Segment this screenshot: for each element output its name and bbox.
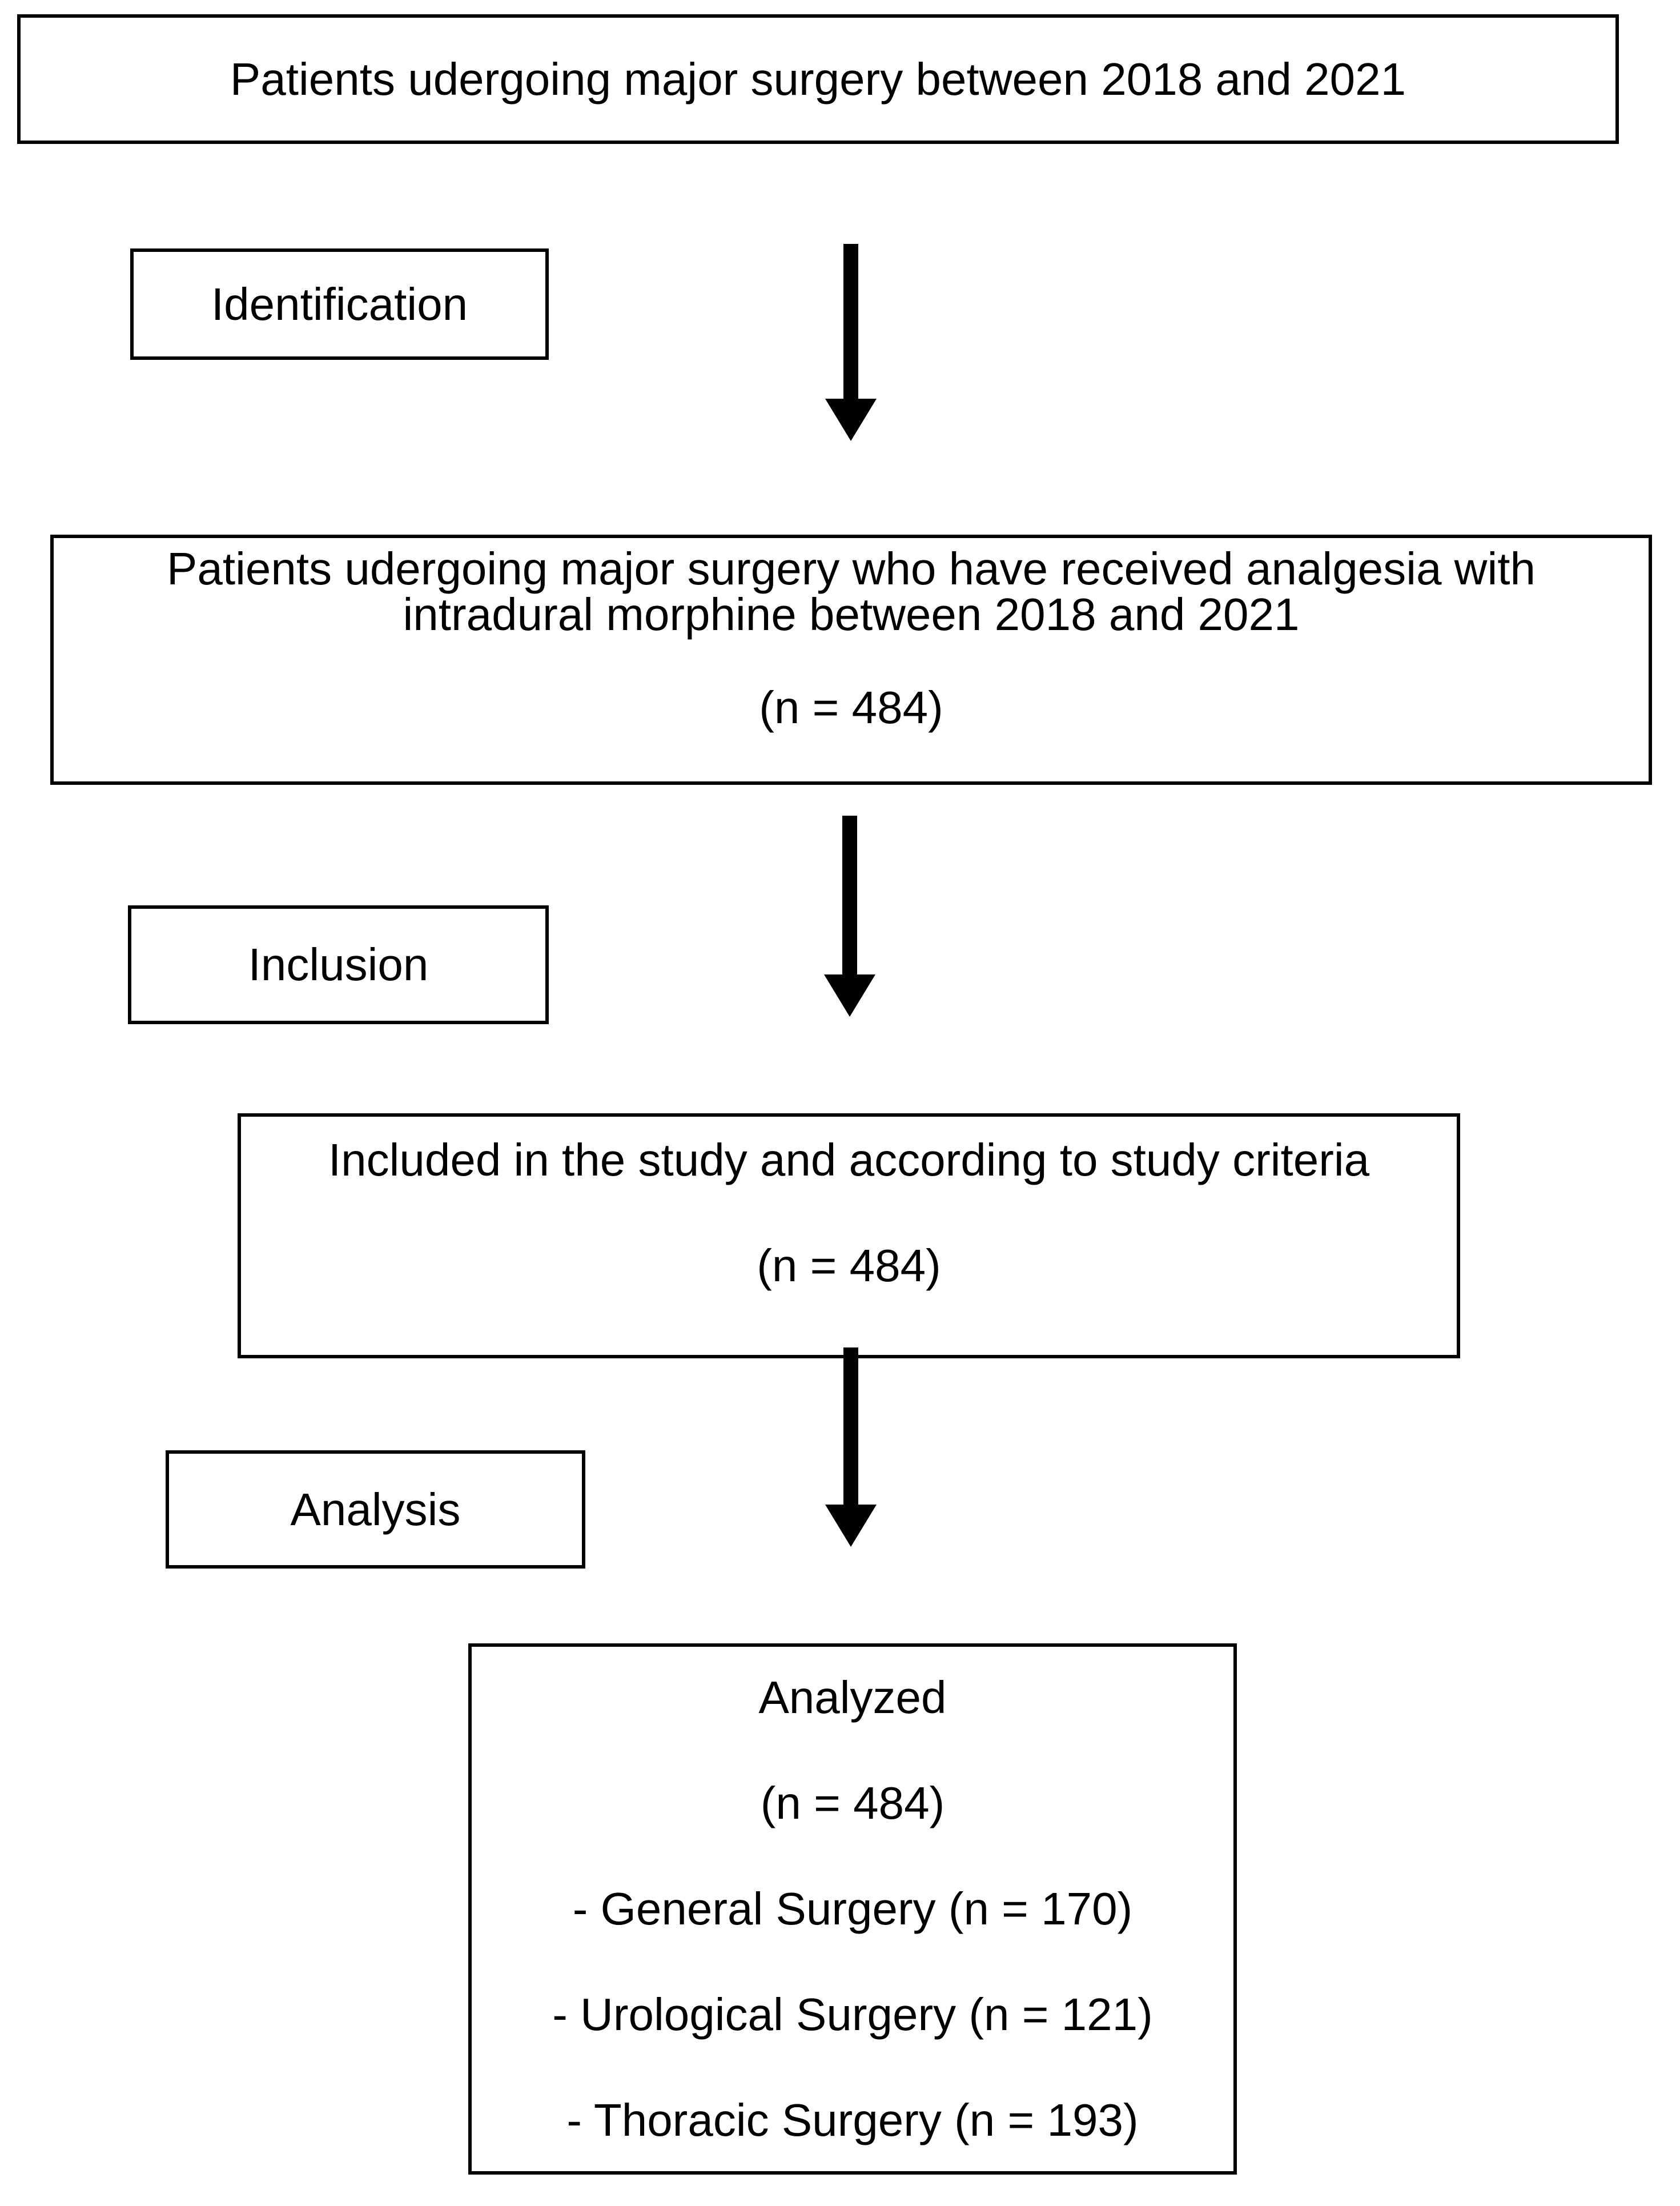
stage-box-inclusion: Inclusion (128, 905, 549, 1024)
identified-patients-count: (n = 484) (759, 682, 943, 733)
arrow-shaft (843, 1347, 858, 1505)
analyzed-item-thoracic: - Thoracic Surgery (n = 193) (566, 2095, 1139, 2145)
included-box: Included in the study and according to s… (238, 1113, 1460, 1358)
stage-box-identification: Identification (130, 248, 549, 360)
arrow-head (824, 974, 875, 1017)
analyzed-box-title: Analyzed (758, 1672, 947, 1723)
arrow-shaft (842, 816, 857, 974)
stage-box-analysis: Analysis (166, 1450, 585, 1569)
identified-patients-line1: Patients udergoing major surgery who hav… (167, 543, 1536, 594)
stage-label-inclusion: Inclusion (248, 939, 429, 990)
down-arrow-icon (825, 1347, 877, 1547)
identified-patients-line2: intradural morphine between 2018 and 202… (403, 589, 1300, 640)
identified-patients-text: Patients udergoing major surgery who hav… (167, 546, 1536, 637)
arrow-head (825, 399, 877, 441)
identified-patients-box: Patients udergoing major surgery who hav… (50, 535, 1652, 785)
analyzed-box-count: (n = 484) (760, 1778, 945, 1828)
stage-label-identification: Identification (211, 278, 468, 330)
population-box: Patients udergoing major surgery between… (17, 14, 1619, 144)
arrow-shaft (843, 244, 858, 399)
down-arrow-icon (824, 816, 875, 1017)
analyzed-item-urological: - Urological Surgery (n = 121) (552, 1989, 1153, 2040)
included-box-text: Included in the study and according to s… (328, 1134, 1370, 1185)
arrow-head (825, 1505, 877, 1547)
down-arrow-icon (825, 244, 877, 441)
stage-label-analysis: Analysis (290, 1483, 461, 1535)
analyzed-box: Analyzed (n = 484) - General Surgery (n … (468, 1643, 1237, 2175)
included-box-count: (n = 484) (757, 1240, 941, 1291)
analyzed-item-general: - General Surgery (n = 170) (572, 1883, 1133, 1934)
population-box-text: Patients udergoing major surgery between… (230, 53, 1406, 105)
